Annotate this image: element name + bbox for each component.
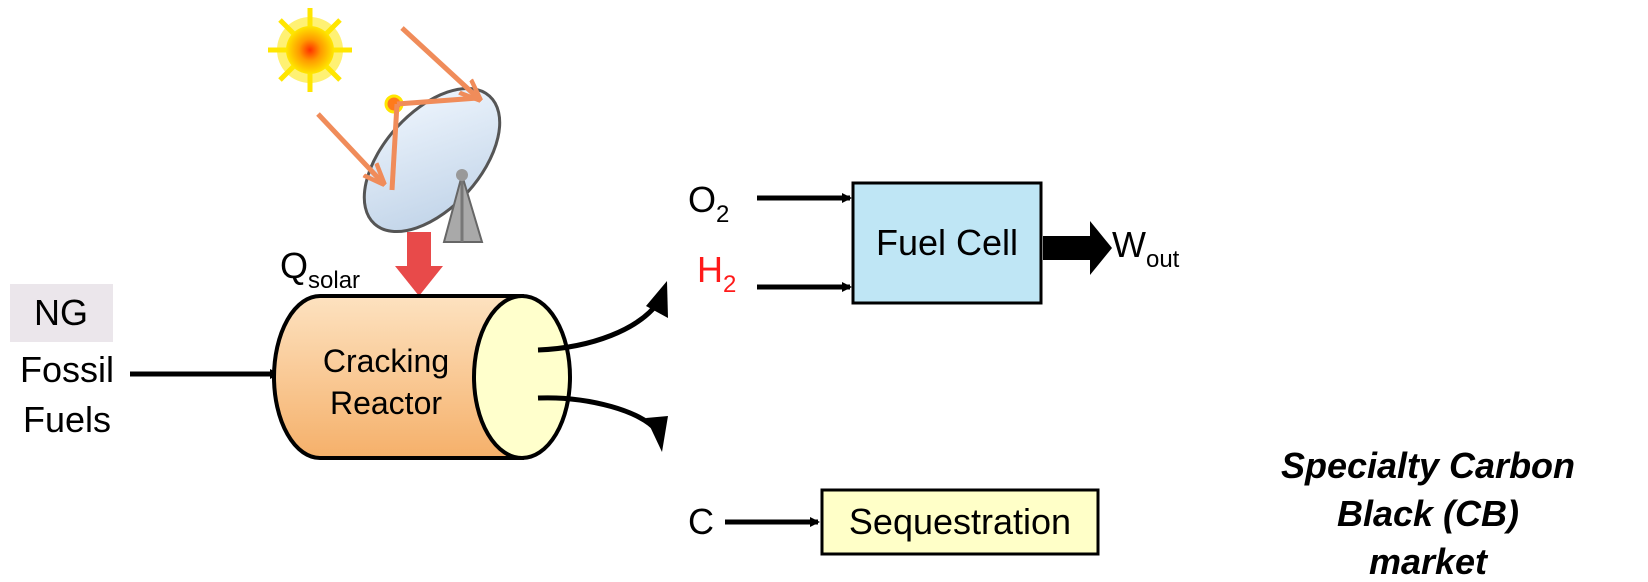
reactor-label-line1: Cracking — [323, 343, 449, 379]
note-line1: Specialty Carbon — [1281, 445, 1575, 486]
fossil-label: Fossil — [20, 349, 114, 390]
sequestration-box — [820, 488, 1100, 556]
cracking-reactor — [272, 294, 572, 460]
h2-outlet-arrow — [537, 298, 663, 353]
fuels-label: Fuels — [23, 399, 111, 440]
solar-heat-arrow — [395, 232, 443, 296]
fuel-cell-box — [851, 181, 1043, 305]
h2-outlet-arrowhead — [646, 281, 668, 318]
ng-box — [10, 284, 113, 342]
h2-label: H2 — [697, 249, 736, 298]
note-line2: Black (CB) — [1337, 493, 1519, 534]
reactor-label-line2: Reactor — [330, 385, 442, 421]
sun-icon — [268, 8, 352, 92]
w-out-label: Wout — [1112, 224, 1180, 273]
c-outlet-arrowhead — [646, 416, 668, 452]
solar-dish-icon — [362, 86, 502, 243]
solar-rays — [316, 26, 478, 191]
note-line3: market — [1369, 541, 1489, 582]
q-solar-label: Qsolar — [280, 245, 360, 294]
sequestration-label: Sequestration — [849, 501, 1071, 542]
o2-label: O2 — [688, 179, 729, 228]
ng-label: NG — [34, 292, 88, 333]
fuel-cell-label: Fuel Cell — [876, 222, 1018, 263]
c-label: C — [688, 501, 714, 542]
work-out-arrow — [1043, 221, 1112, 275]
